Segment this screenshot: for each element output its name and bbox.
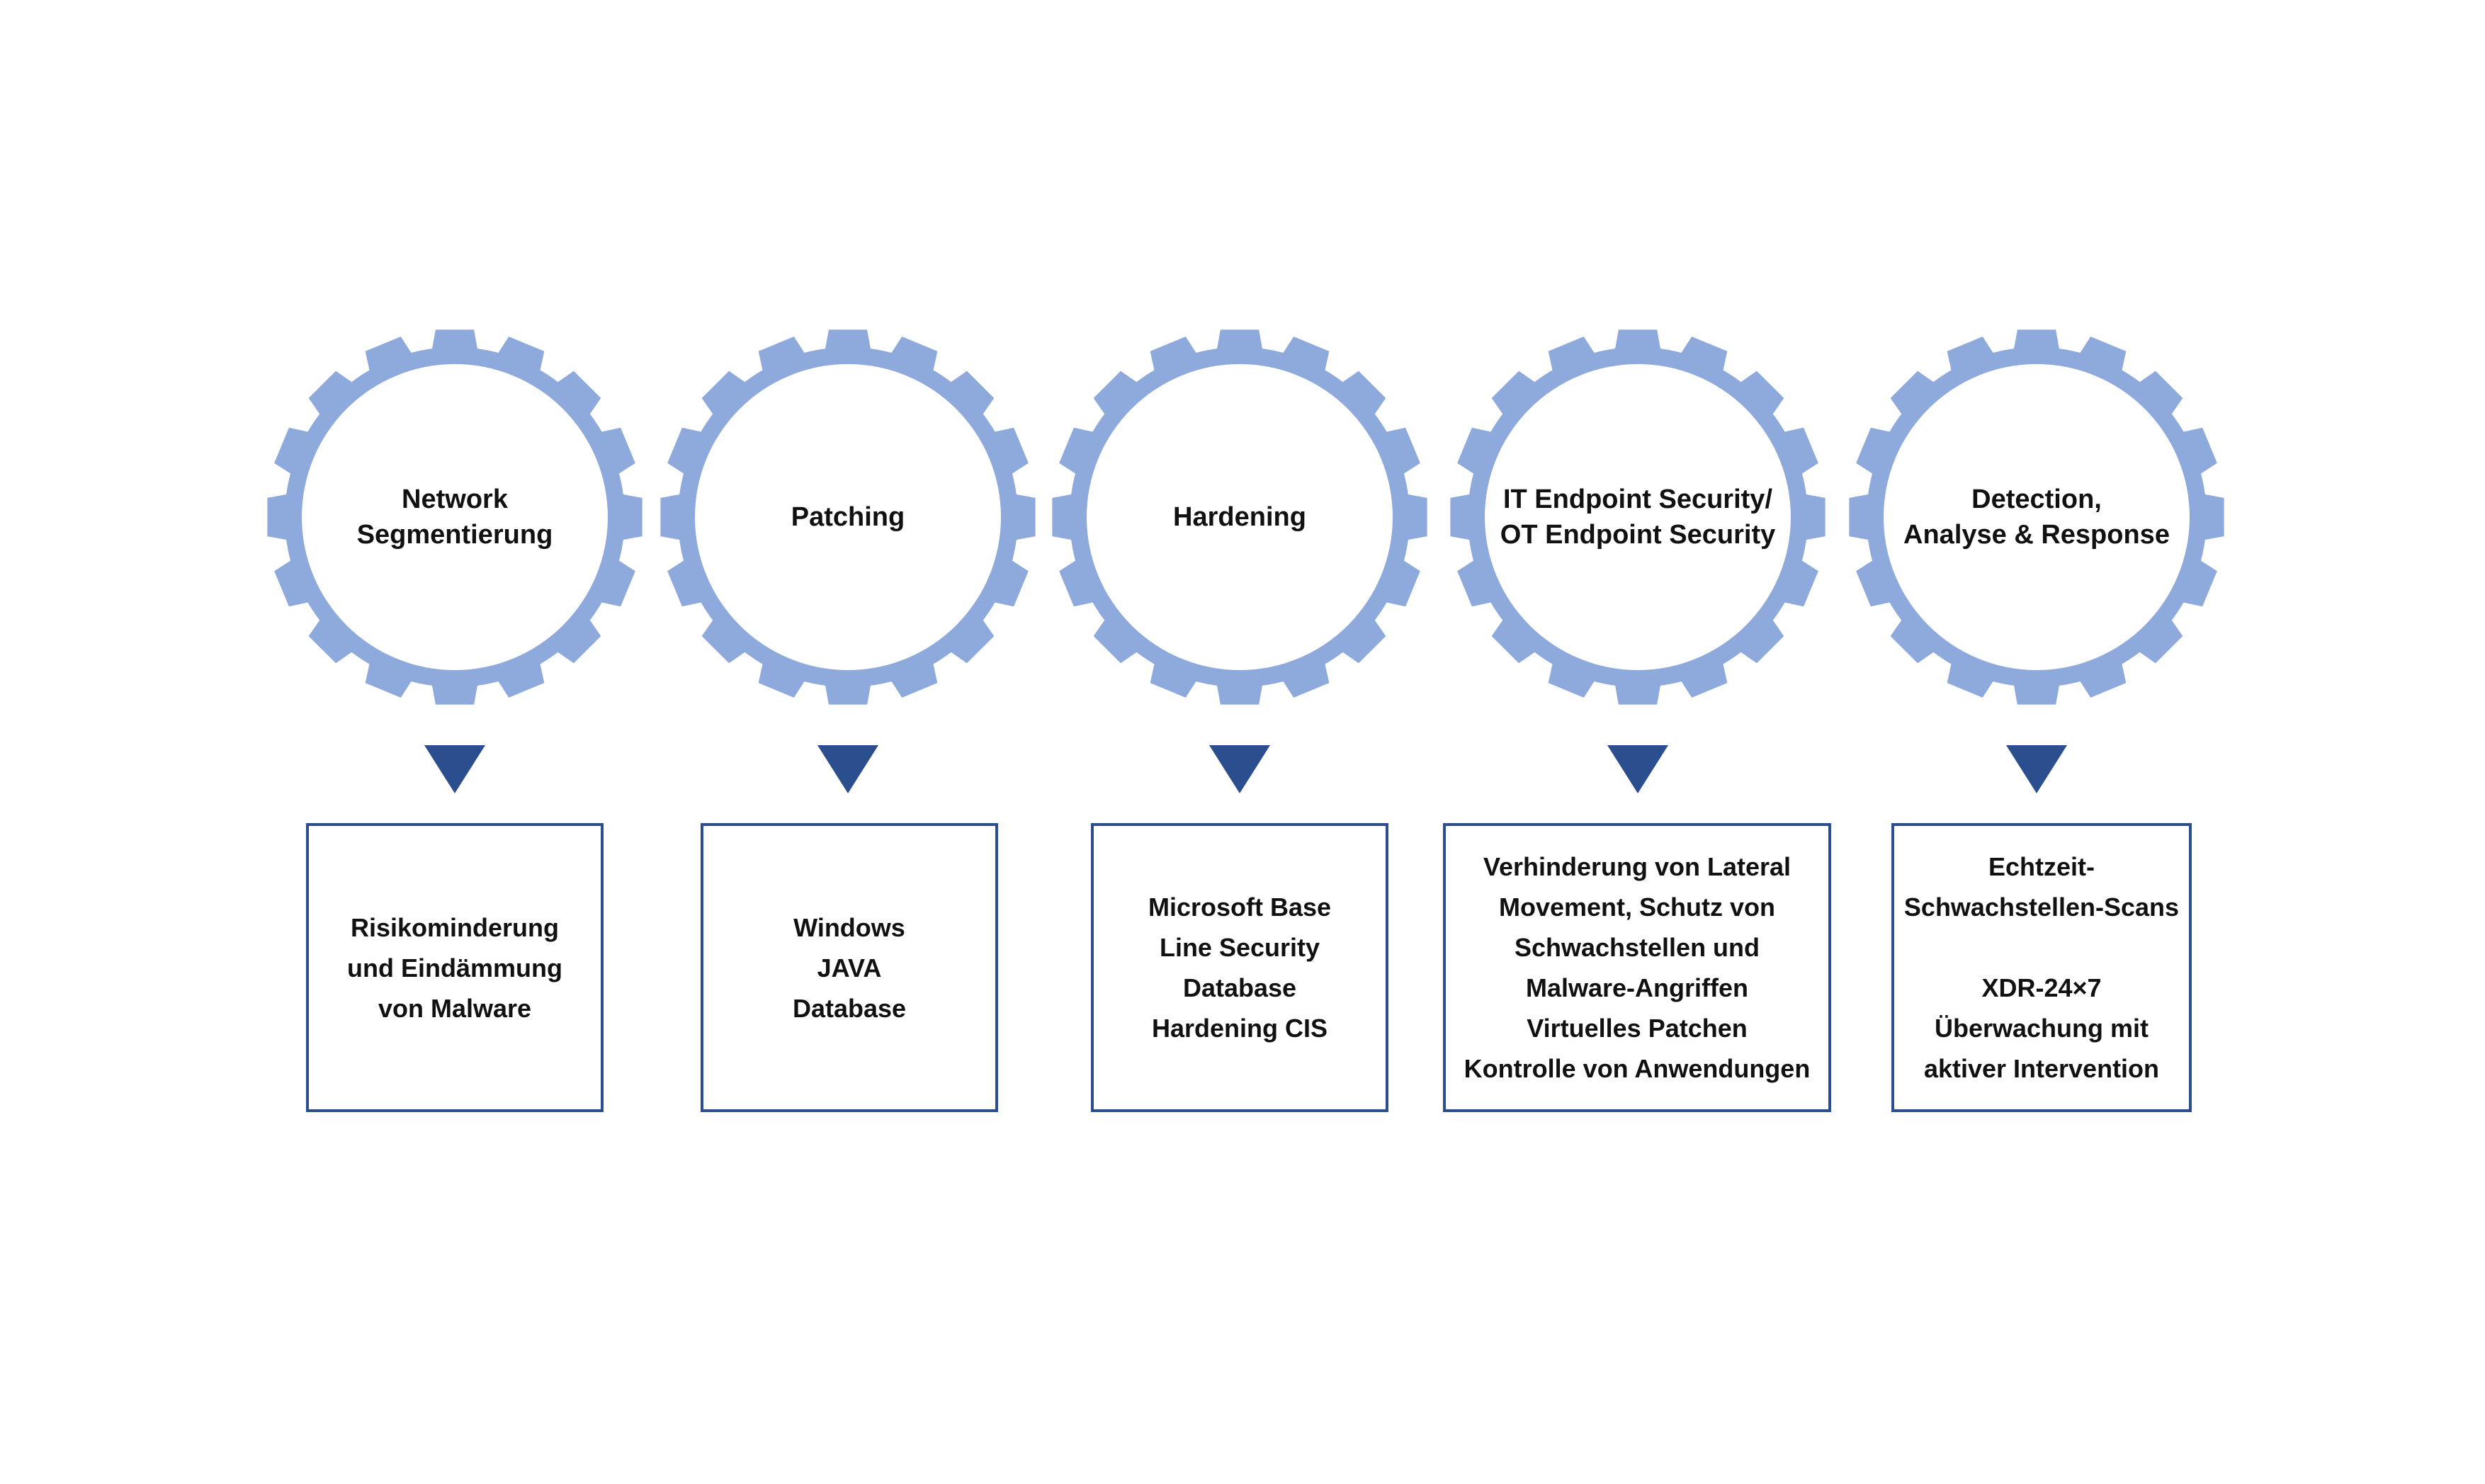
description-box: Windows JAVA Database [701, 823, 998, 1112]
gear-label-line: Network [402, 485, 508, 514]
box-line: Movement, Schutz von [1498, 893, 1776, 922]
down-arrow-icon [2006, 745, 2067, 793]
box-line: Virtuelles Patchen [1527, 1014, 1748, 1043]
down-arrow-icon [817, 745, 878, 793]
gear-hub [1087, 364, 1393, 670]
down-arrow-shape [424, 745, 485, 793]
gear-shape [1052, 329, 1427, 705]
box-line: von Malware [378, 993, 532, 1023]
box-line: Line Security [1159, 933, 1320, 962]
down-arrow-shape [1607, 745, 1668, 793]
down-arrow-icon [1607, 745, 1668, 793]
down-arrow-icon [424, 745, 485, 793]
box-line: Schwachstellen-Scans [1903, 893, 2180, 922]
down-arrow-shape [2006, 745, 2067, 793]
gear-label: Detection, Analyse & Response [1888, 326, 2185, 708]
box-line: Windows [793, 912, 905, 942]
gear-label-line: Detection, [1971, 485, 2102, 514]
step-detection-response: Detection, Analyse & Response Echtzeit- … [1838, 0, 2235, 1484]
down-arrow-triangle [817, 745, 878, 793]
box-line: Kontrolle von Anwendungen [1464, 1054, 1811, 1083]
gear-shape [1450, 329, 1825, 705]
down-arrow-shape [1209, 745, 1270, 793]
gear-hub [302, 364, 608, 670]
box-line: JAVA [817, 953, 882, 982]
step-network-segmentation: Network Segmentierung Risikominderung un… [256, 0, 653, 1484]
gear-label-line: Hardening [1173, 502, 1306, 532]
step-endpoint-security: IT Endpoint Security/ OT Endpoint Securi… [1439, 0, 1836, 1484]
gear-icon [1048, 326, 1431, 708]
gear-label-line: OT Endpoint Security [1500, 520, 1776, 550]
box-line: Hardening CIS [1151, 1014, 1328, 1043]
box-line: Malware-Angriffen [1525, 973, 1749, 1002]
gear-label-line: IT Endpoint Security/ [1502, 485, 1773, 514]
description-box: Risikominderung und Eindämmung von Malwa… [306, 823, 604, 1112]
gear-label-line: Segmentierung [356, 520, 553, 550]
step-patching: Patching Windows JAVA Database [650, 0, 1046, 1484]
box-line: Schwachstellen und [1514, 933, 1760, 962]
down-arrow-triangle [2006, 745, 2067, 793]
gear-hub [1884, 364, 2190, 670]
box-line: aktiver Intervention [1923, 1054, 2160, 1083]
gear-shape [1849, 329, 2224, 705]
box-line: Echtzeit- [1988, 852, 2095, 881]
gear-label: IT Endpoint Security/ OT Endpoint Securi… [1489, 326, 1787, 708]
down-arrow-triangle [424, 745, 485, 793]
down-arrow-triangle [1209, 745, 1270, 793]
box-line: Risikominderung [350, 912, 560, 942]
description-box: Echtzeit- Schwachstellen-Scans XDR-24×7 … [1891, 823, 2192, 1112]
step-hardening: Hardening Microsoft Base Line Security D… [1041, 0, 1438, 1484]
box-line: und Eindämmung [347, 953, 562, 982]
description-box: Verhinderung von Lateral Movement, Schut… [1443, 823, 1831, 1112]
gear-label: Patching [699, 326, 997, 708]
box-line: Database [792, 993, 907, 1023]
box-line: XDR-24×7 [1981, 973, 2102, 1002]
down-arrow-shape [817, 745, 878, 793]
gear-icon [657, 326, 1039, 708]
down-arrow-triangle [1607, 745, 1668, 793]
description-box: Microsoft Base Line Security Database Ha… [1091, 823, 1388, 1112]
gear-label-line: Patching [791, 502, 905, 532]
box-line: Verhinderung von Lateral [1483, 852, 1791, 881]
box-line: Database [1182, 973, 1297, 1002]
gear-hub [1485, 364, 1791, 670]
gear-label: Hardening [1091, 326, 1388, 708]
gear-icon [1447, 326, 1829, 708]
box-line: Microsoft Base [1148, 893, 1332, 922]
gear-shape [660, 329, 1036, 705]
gear-hub [695, 364, 1001, 670]
gear-label: Network Segmentierung [306, 326, 604, 708]
gear-icon [264, 326, 646, 708]
gear-label-line: Analyse & Response [1903, 520, 2170, 550]
box-line: Überwachung mit [1934, 1014, 2149, 1043]
down-arrow-icon [1209, 745, 1270, 793]
gear-shape [267, 329, 643, 705]
gear-icon [1845, 326, 2228, 708]
